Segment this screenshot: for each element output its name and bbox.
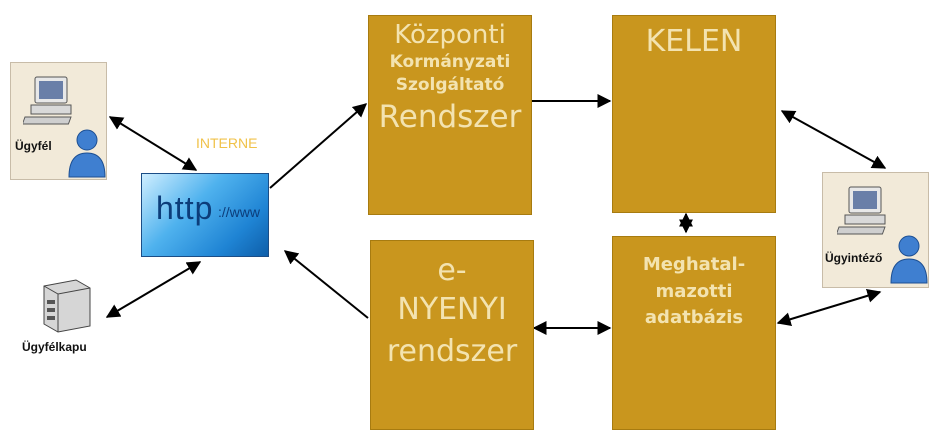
meghatal-line1: Meghatal-: [642, 254, 746, 275]
kelen-box: KELEN: [612, 15, 776, 213]
arrow-meghatal-ugyintezo: [776, 288, 882, 327]
www-text: ://www: [218, 204, 260, 220]
ugyfel-label: Ügyfél: [15, 139, 52, 153]
kozponti-line1: Központi: [394, 20, 506, 50]
http-browser-icon: http ://www: [141, 173, 269, 257]
ugyfel-node: Ügyfél: [10, 62, 107, 180]
arrow-enyenyi-http: [283, 250, 369, 319]
arrow-kelen-ugyintezo: [780, 110, 887, 169]
user-icon: [890, 235, 928, 284]
arrow-http-kozponti: [269, 103, 368, 189]
kozponti-box: Központi Kormányzati Szolgáltató Rendsze…: [368, 15, 532, 215]
kozponti-line3: Szolgáltató: [395, 75, 505, 95]
internet-label: INTERNE: [196, 135, 258, 151]
meghatal-line3: adatbázis: [644, 307, 744, 328]
server-icon: [43, 279, 91, 333]
arrow-ugyfel-http: [108, 116, 198, 171]
http-text: http: [156, 190, 214, 226]
ugyintezo-node: Ügyintéző: [822, 172, 929, 288]
computer-icon: [837, 186, 886, 235]
enyenyi-box: e- NYENYI rendszer: [370, 240, 534, 430]
ugyfelkapu-label: Ügyfélkapu: [22, 340, 87, 354]
kozponti-line2: Kormányzati: [389, 52, 511, 72]
enyenyi-line2: NYENYI: [397, 292, 507, 327]
enyenyi-line3: rendszer: [386, 334, 518, 369]
computer-icon: [23, 76, 72, 125]
ugyintezo-label: Ügyintéző: [825, 251, 883, 265]
user-icon: [68, 129, 106, 178]
meghatal-line2: mazotti: [655, 281, 733, 302]
arrow-ugyfelkapu-http: [105, 261, 202, 318]
enyenyi-line1: e-: [437, 253, 467, 288]
meghatal-box: Meghatal- mazotti adatbázis: [612, 236, 776, 430]
kelen-label: KELEN: [645, 24, 743, 59]
kozponti-line4: Rendszer: [378, 99, 522, 135]
